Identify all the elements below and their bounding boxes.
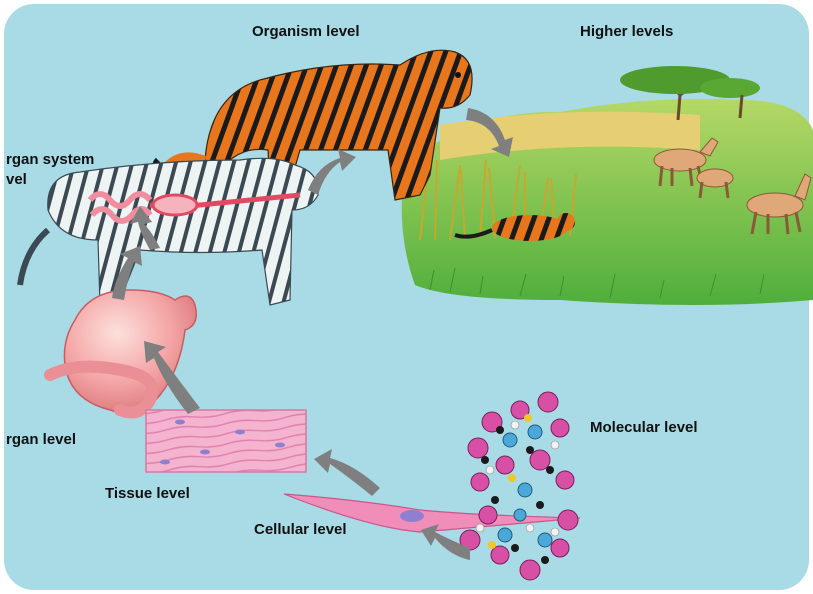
tissue-level-label: Tissue level [105, 484, 190, 503]
organ-level-label: rgan level [6, 430, 76, 449]
cellular-level-label: Cellular level [254, 520, 347, 539]
molecular-level-label: Molecular level [590, 418, 698, 437]
muscle-tissue [146, 410, 306, 472]
white-tiger-illustration [20, 158, 318, 305]
higher-levels-label: Higher levels [580, 22, 673, 41]
organ-system-level-label-line2: vel [6, 170, 27, 189]
organ-system-level-label-line1: rgan system [6, 150, 94, 169]
organism-level-label: Organism level [252, 22, 360, 41]
dna-molecule-model [460, 392, 578, 580]
